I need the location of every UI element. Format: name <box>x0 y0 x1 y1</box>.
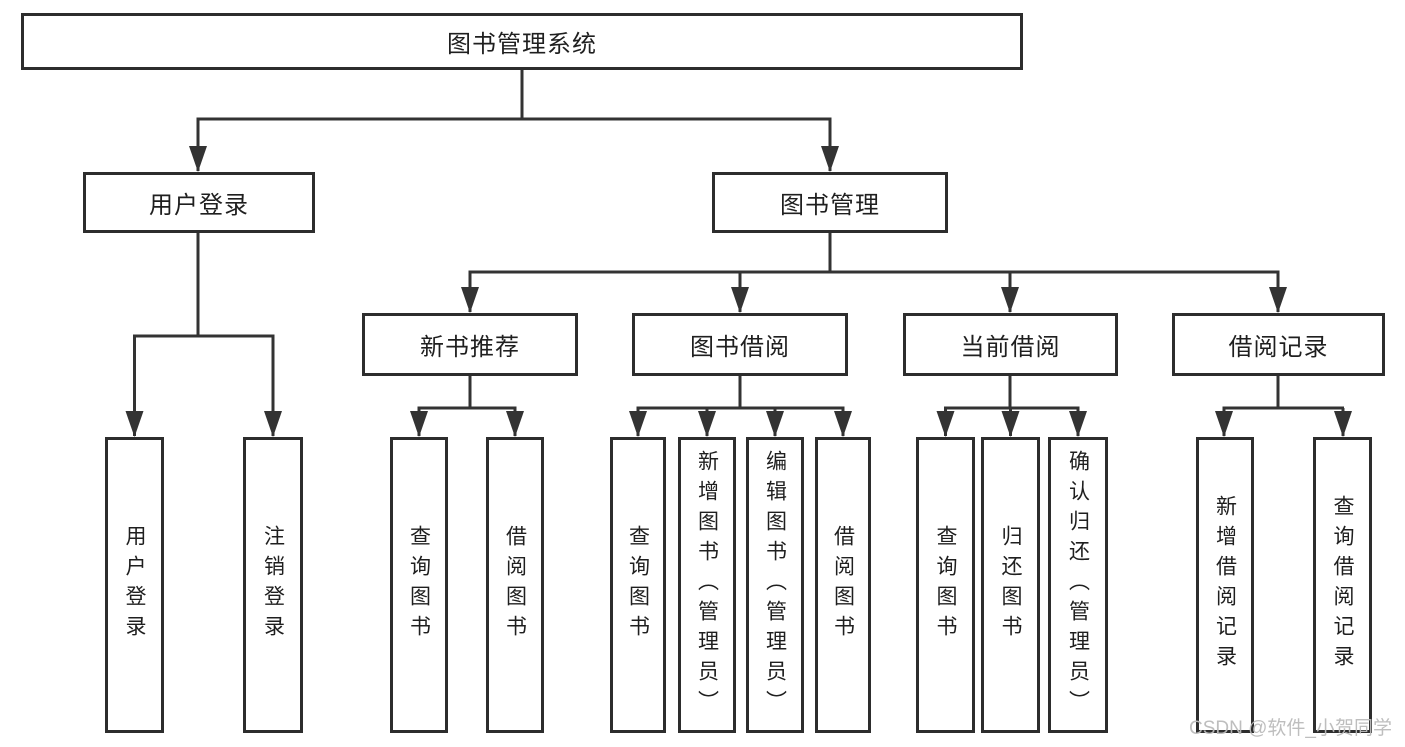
node-current-borrow: 当前借阅 <box>903 313 1118 376</box>
node-leaf-logout: 注销登录 <box>243 437 303 733</box>
node-leaf-logout-label: 注销登录 <box>261 525 285 645</box>
node-borrow-record: 借阅记录 <box>1172 313 1385 376</box>
connector-newbookrec-to-leaves <box>410 374 524 437</box>
node-hist-query-record-label: 查询借阅记录 <box>1331 495 1354 675</box>
node-bor-add-book-label: 新增图书（管理员） <box>695 450 719 720</box>
csdn-watermark: CSDN @软件_小贺同学 <box>1189 718 1392 739</box>
node-user-login-label: 用户登录 <box>149 192 249 219</box>
node-cur-confirm-return: 确认归还（管理员） <box>1048 437 1108 733</box>
node-bor-edit-book-label: 编辑图书（管理员） <box>763 450 787 720</box>
node-leaf-login-label: 用户登录 <box>123 525 146 645</box>
connector-bookborrow-to-leaves <box>629 374 852 437</box>
node-root: 图书管理系统 <box>21 13 1023 70</box>
node-book-mgmt: 图书管理 <box>712 172 948 233</box>
node-cur-return-book: 归还图书 <box>981 437 1040 733</box>
node-book-borrow-label: 图书借阅 <box>690 334 790 361</box>
node-bor-query-book: 查询图书 <box>610 437 666 733</box>
node-book-mgmt-label: 图书管理 <box>780 192 880 219</box>
connector-borrowrecord-to-leaves <box>1215 374 1352 437</box>
node-bor-borrow-book-label: 借阅图书 <box>831 525 855 645</box>
node-hist-query-record: 查询借阅记录 <box>1313 437 1372 733</box>
connector-currentborrow-to-leaves <box>936 374 1087 437</box>
connector-bookmgmt-to-level3 <box>461 230 1287 313</box>
node-bor-add-book: 新增图书（管理员） <box>678 437 736 733</box>
node-current-borrow-label: 当前借阅 <box>960 334 1061 361</box>
node-cur-query-book: 查询图书 <box>916 437 975 733</box>
node-bor-edit-book: 编辑图书（管理员） <box>746 437 804 733</box>
node-rec-query-book-label: 查询图书 <box>407 525 431 645</box>
node-rec-borrow-book: 借阅图书 <box>486 437 544 733</box>
node-new-book-rec: 新书推荐 <box>362 313 578 376</box>
node-rec-borrow-book-label: 借阅图书 <box>503 525 527 645</box>
connector-userlogin-to-leaves <box>125 230 282 437</box>
node-cur-query-book-label: 查询图书 <box>934 525 957 645</box>
node-bor-borrow-book: 借阅图书 <box>815 437 871 733</box>
node-bor-query-book-label: 查询图书 <box>626 525 650 645</box>
node-user-login: 用户登录 <box>83 172 315 233</box>
node-root-label: 图书管理系统 <box>447 31 597 58</box>
node-cur-confirm-return-label: 确认归还（管理员） <box>1066 450 1090 720</box>
connector-root-to-level2 <box>189 68 839 172</box>
node-borrow-record-label: 借阅记录 <box>1228 334 1329 361</box>
node-new-book-rec-label: 新书推荐 <box>420 334 520 361</box>
node-book-borrow: 图书借阅 <box>632 313 848 376</box>
node-leaf-login: 用户登录 <box>105 437 164 733</box>
node-hist-add-record-label: 新增借阅记录 <box>1213 495 1237 675</box>
node-hist-add-record: 新增借阅记录 <box>1196 437 1254 733</box>
node-cur-return-book-label: 归还图书 <box>999 525 1022 645</box>
node-rec-query-book: 查询图书 <box>390 437 448 733</box>
